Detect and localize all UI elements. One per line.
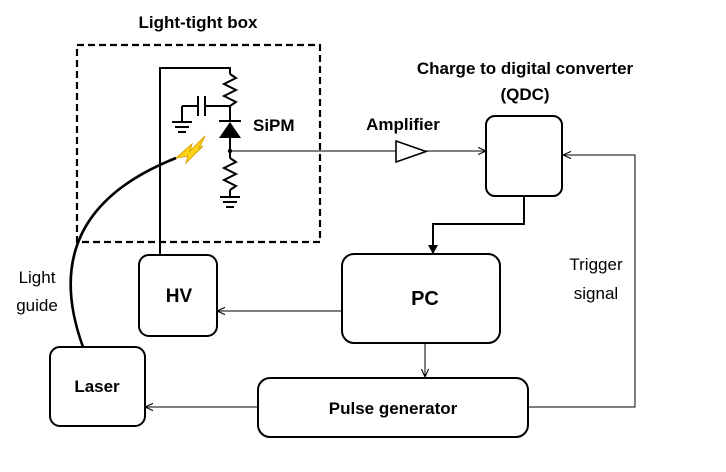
pulse-generator-label: Pulse generator [329,399,458,418]
light-guide-label-line2: guide [16,296,58,315]
qdc-to-pc-arrow [428,196,525,254]
qdc-box [485,115,563,197]
pc-box [341,253,501,344]
laser-label: Laser [74,377,120,396]
sipm-label: SiPM [253,116,295,135]
light-tight-box-label: Light-tight box [139,13,259,32]
pc-label: PC [411,288,439,310]
qdc-title-line2: (QDC) [500,85,549,104]
amplifier-label: Amplifier [366,115,440,134]
qdc-title-line1: Charge to digital converter [417,59,634,78]
light-guide [69,156,177,348]
hv-box [138,254,218,337]
trigger-label-line2: signal [574,284,618,303]
light-guide-label-line1: Light [19,268,56,287]
light-flash-icon [174,135,206,165]
sipm-circuit [159,67,241,255]
hv-label: HV [166,286,193,307]
laser-box [49,346,146,427]
amplifier-icon [395,139,429,164]
trigger-label-line1: Trigger [569,255,623,274]
light-tight-box [75,43,322,244]
trigger-line [528,155,636,408]
signal-node [227,148,233,154]
